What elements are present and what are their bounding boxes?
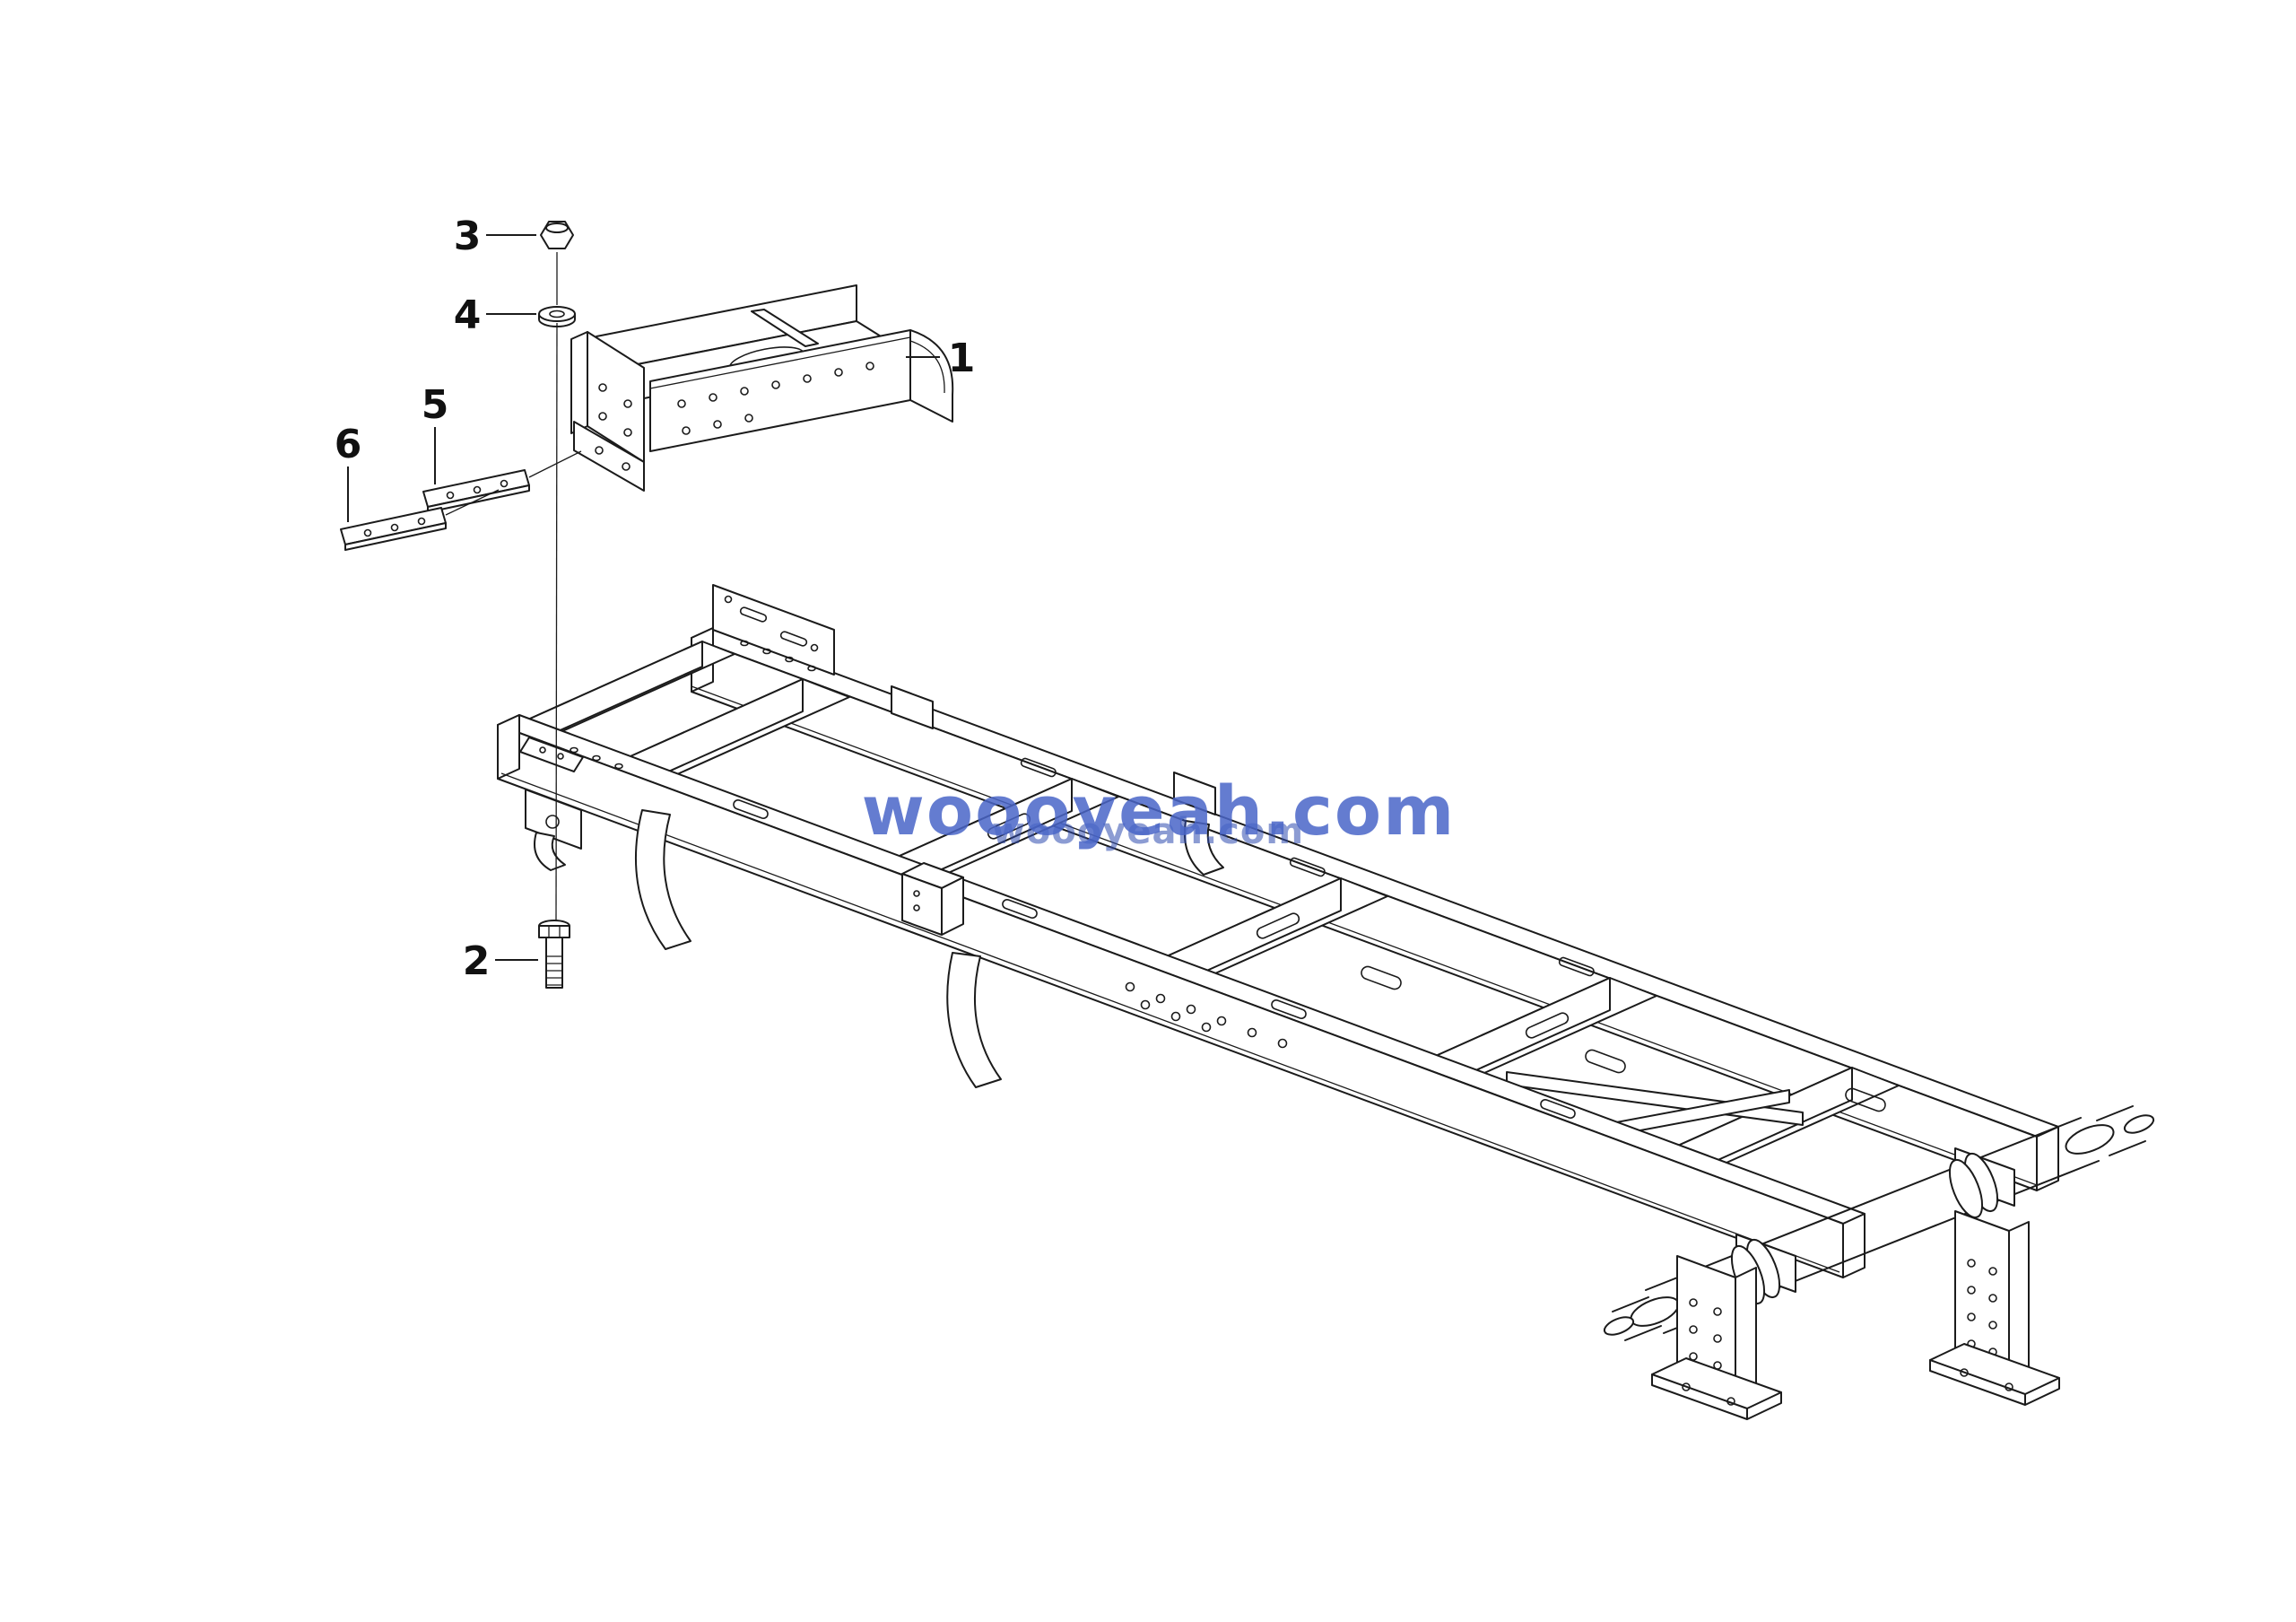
rail-clip xyxy=(1173,772,1216,815)
hanging-strap xyxy=(946,952,1002,1088)
channel-box-bracket xyxy=(901,862,964,936)
callout-1: 1 xyxy=(948,336,976,381)
bolt-part-2 xyxy=(538,920,570,989)
watermark-text: woooyeah.com xyxy=(862,771,1457,850)
chassis-frame xyxy=(497,584,2155,1420)
watermark: woooyeah.com woooyeah.com xyxy=(862,771,1457,852)
front-tow-bracket xyxy=(519,737,584,871)
assembly-axis-line xyxy=(555,322,558,921)
nut-part-3 xyxy=(540,221,574,249)
rear-support-leg-near xyxy=(1651,1255,1782,1420)
callout-4: 4 xyxy=(454,292,482,338)
callout-6: 6 xyxy=(335,422,362,467)
callout-3: 3 xyxy=(454,214,482,259)
hanger-hook xyxy=(1183,820,1224,876)
shim-plate-part-6 xyxy=(340,507,447,551)
rear-support-leg-far xyxy=(1929,1210,2060,1406)
rail-clip xyxy=(891,685,934,729)
alignment-line xyxy=(528,450,582,478)
mounting-bracket-part-1 xyxy=(570,284,954,492)
washer-part-4 xyxy=(538,306,576,327)
near-side-rail xyxy=(497,714,1866,1278)
front-upstand-bracket xyxy=(712,584,835,676)
callouts: 1 2 3 4 5 6 xyxy=(335,214,976,984)
hanging-strap xyxy=(634,809,691,950)
alignment-line xyxy=(445,489,500,516)
watermark-echo-text: woooyeah.com xyxy=(992,811,1304,852)
callout-2: 2 xyxy=(463,938,491,984)
callout-5: 5 xyxy=(422,382,449,428)
shim-plate-part-5 xyxy=(422,469,530,513)
far-side-rail xyxy=(691,627,2059,1191)
